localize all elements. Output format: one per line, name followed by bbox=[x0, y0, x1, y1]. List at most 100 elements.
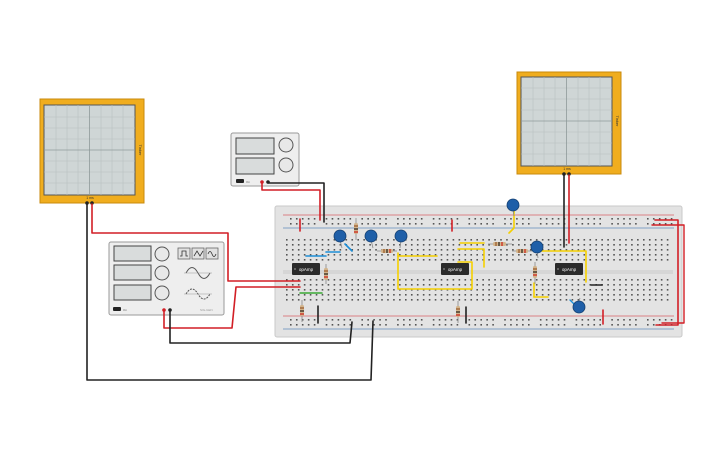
wire-black[interactable] bbox=[169, 310, 353, 344]
breadboard-hole[interactable] bbox=[565, 284, 568, 286]
breadboard-hole[interactable] bbox=[658, 223, 661, 225]
breadboard-hole[interactable] bbox=[583, 259, 586, 261]
breadboard-hole[interactable] bbox=[470, 294, 473, 296]
breadboard-hole[interactable] bbox=[422, 244, 425, 246]
breadboard-hole[interactable] bbox=[623, 223, 625, 225]
capacitor[interactable] bbox=[364, 229, 378, 249]
breadboard-hole[interactable] bbox=[601, 299, 603, 301]
breadboard-hole[interactable] bbox=[535, 294, 538, 296]
breadboard-hole[interactable] bbox=[313, 324, 316, 326]
breadboard-hole[interactable] bbox=[504, 324, 506, 326]
breadboard-hole[interactable] bbox=[654, 259, 657, 261]
breadboard-hole[interactable] bbox=[403, 324, 405, 326]
breadboard-hole[interactable] bbox=[405, 294, 407, 296]
breadboard-hole[interactable] bbox=[652, 223, 655, 225]
breadboard-hole[interactable] bbox=[381, 289, 383, 291]
breadboard-hole[interactable] bbox=[470, 254, 473, 256]
breadboard-hole[interactable] bbox=[625, 294, 627, 296]
breadboard-hole[interactable] bbox=[315, 279, 318, 281]
breadboard-hole[interactable] bbox=[613, 249, 615, 251]
breadboard-hole[interactable] bbox=[303, 299, 306, 301]
breadboard-hole[interactable] bbox=[494, 254, 496, 256]
breadboard-hole[interactable] bbox=[577, 299, 580, 301]
breadboard-hole[interactable] bbox=[387, 294, 389, 296]
breadboard-hole[interactable] bbox=[595, 299, 597, 301]
breadboard-hole[interactable] bbox=[416, 279, 419, 281]
breadboard-hole[interactable] bbox=[303, 244, 306, 246]
breadboard-hole[interactable] bbox=[516, 324, 518, 326]
breadboard-hole[interactable] bbox=[405, 259, 407, 261]
breadboard-hole[interactable] bbox=[464, 284, 467, 286]
breadboard-hole[interactable] bbox=[553, 239, 556, 241]
breadboard-hole[interactable] bbox=[589, 279, 592, 281]
breadboard-hole[interactable] bbox=[464, 299, 467, 301]
breadboard-hole[interactable] bbox=[339, 294, 342, 296]
breadboard-hole[interactable] bbox=[410, 239, 413, 241]
breadboard-hole[interactable] bbox=[607, 254, 609, 256]
breadboard-hole[interactable] bbox=[410, 294, 413, 296]
breadboard-hole[interactable] bbox=[637, 249, 639, 251]
breadboard-hole[interactable] bbox=[387, 284, 389, 286]
breadboard-hole[interactable] bbox=[506, 279, 508, 281]
breadboard-hole[interactable] bbox=[647, 223, 649, 225]
breadboard-hole[interactable] bbox=[637, 254, 639, 256]
breadboard-hole[interactable] bbox=[529, 254, 532, 256]
breadboard-hole[interactable] bbox=[345, 279, 348, 281]
breadboard-hole[interactable] bbox=[559, 259, 562, 261]
breadboard-hole[interactable] bbox=[589, 249, 592, 251]
breadboard-hole[interactable] bbox=[589, 294, 592, 296]
breadboard-hole[interactable] bbox=[541, 284, 544, 286]
breadboard-hole[interactable] bbox=[660, 294, 663, 296]
breadboard-hole[interactable] bbox=[297, 294, 300, 296]
breadboard-hole[interactable] bbox=[516, 218, 518, 220]
breadboard-hole[interactable] bbox=[553, 284, 556, 286]
breadboard-hole[interactable] bbox=[416, 254, 419, 256]
breadboard-hole[interactable] bbox=[658, 319, 661, 321]
breadboard-hole[interactable] bbox=[315, 284, 318, 286]
breadboard-hole[interactable] bbox=[367, 223, 369, 225]
breadboard-hole[interactable] bbox=[333, 239, 336, 241]
breadboard-hole[interactable] bbox=[506, 284, 508, 286]
breadboard-hole[interactable] bbox=[529, 279, 532, 281]
breadboard-hole[interactable] bbox=[291, 249, 294, 251]
breadboard-hole[interactable] bbox=[654, 289, 657, 291]
breadboard-hole[interactable] bbox=[488, 254, 490, 256]
breadboard-hole[interactable] bbox=[583, 249, 586, 251]
breadboard-hole[interactable] bbox=[629, 218, 631, 220]
breadboard-hole[interactable] bbox=[307, 324, 310, 326]
breadboard-hole[interactable] bbox=[385, 319, 387, 321]
breadboard-hole[interactable] bbox=[440, 259, 443, 261]
breadboard-hole[interactable] bbox=[286, 294, 288, 296]
fg-negative-terminal[interactable] bbox=[168, 308, 172, 312]
breadboard-hole[interactable] bbox=[648, 279, 651, 281]
breadboard-hole[interactable] bbox=[670, 218, 673, 220]
breadboard-hole[interactable] bbox=[440, 294, 443, 296]
breadboard-hole[interactable] bbox=[510, 319, 512, 321]
breadboard-hole[interactable] bbox=[375, 259, 377, 261]
breadboard-hole[interactable] bbox=[361, 324, 363, 326]
breadboard-hole[interactable] bbox=[518, 254, 520, 256]
breadboard-hole[interactable] bbox=[595, 289, 597, 291]
breadboard-hole[interactable] bbox=[444, 223, 447, 225]
breadboard-hole[interactable] bbox=[647, 324, 649, 326]
breadboard-hole[interactable] bbox=[647, 218, 649, 220]
breadboard-hole[interactable] bbox=[619, 284, 621, 286]
breadboard-hole[interactable] bbox=[327, 289, 330, 291]
breadboard-hole[interactable] bbox=[486, 324, 488, 326]
breadboard-hole[interactable] bbox=[428, 299, 431, 301]
breadboard-hole[interactable] bbox=[345, 294, 348, 296]
breadboard-hole[interactable] bbox=[361, 223, 363, 225]
breadboard-hole[interactable] bbox=[518, 259, 520, 261]
breadboard-hole[interactable] bbox=[432, 223, 435, 225]
breadboard-hole[interactable] bbox=[295, 218, 298, 220]
breadboard-hole[interactable] bbox=[464, 279, 467, 281]
breadboard-hole[interactable] bbox=[379, 324, 381, 326]
breadboard-hole[interactable] bbox=[295, 324, 298, 326]
breadboard-hole[interactable] bbox=[446, 239, 449, 241]
breadboard-hole[interactable] bbox=[351, 244, 354, 246]
breadboard-hole[interactable] bbox=[286, 239, 288, 241]
breadboard-hole[interactable] bbox=[500, 279, 502, 281]
breadboard-hole[interactable] bbox=[301, 223, 304, 225]
breadboard-hole[interactable] bbox=[666, 299, 669, 301]
breadboard-hole[interactable] bbox=[571, 254, 574, 256]
